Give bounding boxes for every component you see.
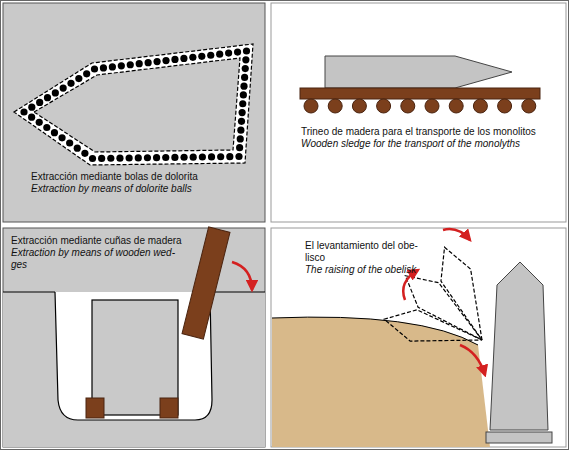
dolerite-ball <box>153 58 160 65</box>
dolerite-ball <box>226 153 233 160</box>
dolerite-ball <box>144 154 151 161</box>
roller <box>304 99 318 113</box>
dolerite-ball <box>136 60 143 67</box>
dolerite-ball <box>180 154 187 161</box>
spanish-caption: Extracción mediante cuñas de madera <box>11 235 189 247</box>
dolerite-ball <box>243 47 250 54</box>
spanish-caption: Trineo de madera para el transporte de l… <box>301 126 556 138</box>
dolerite-ball <box>145 59 152 66</box>
dolerite-ball <box>20 108 27 115</box>
dolerite-ball <box>91 65 98 72</box>
caption: Trineo de madera para el transporte de l… <box>301 126 556 150</box>
dolerite-ball <box>60 85 67 92</box>
dolerite-ball <box>28 104 35 111</box>
illustration-panel: El levantamiento del obe-liscoThe raisin… <box>271 228 566 447</box>
english-caption: The raising of the obelisk <box>305 264 433 276</box>
dolerite-ball <box>52 89 59 96</box>
dolerite-ball <box>207 52 214 59</box>
dolerite-ball <box>239 100 246 107</box>
dolerite-ball <box>98 155 105 162</box>
roller <box>352 99 366 113</box>
dolerite-ball <box>83 70 90 77</box>
dolerite-ball <box>198 53 205 60</box>
dolerite-ball <box>240 83 247 90</box>
spanish-caption: El levantamiento del obe-lisco <box>305 240 433 264</box>
roller <box>425 99 439 113</box>
roller <box>522 99 536 113</box>
roller <box>377 99 391 113</box>
dolerite-ball <box>51 129 58 136</box>
dolerite-ball <box>118 62 125 69</box>
dolerite-ball <box>67 80 74 87</box>
dolerite-ball <box>109 63 116 70</box>
dolerite-ball <box>44 94 51 101</box>
dolerite-ball <box>43 124 50 131</box>
dolerite-ball <box>127 61 134 68</box>
illustration-panel: Trineo de madera para el transporte de l… <box>271 3 566 222</box>
dolerite-ball <box>216 51 223 58</box>
dolerite-ball <box>100 64 107 71</box>
dolerite-ball <box>242 65 249 72</box>
dolerite-ball <box>135 154 142 161</box>
caption: El levantamiento del obe-liscoThe raisin… <box>305 240 433 276</box>
roller <box>498 99 512 113</box>
dolerite-ball <box>225 50 232 57</box>
dolerite-ball <box>217 153 224 160</box>
dolerite-ball <box>58 134 65 141</box>
dolerite-ball <box>89 155 96 162</box>
dolerite-ball <box>36 119 43 126</box>
dolerite-ball <box>171 56 178 63</box>
dolerite-ball <box>199 153 206 160</box>
roller <box>401 99 415 113</box>
dolerite-ball <box>162 154 169 161</box>
dolerite-ball <box>75 75 82 82</box>
illustration-panel: Extracción mediante bolas de doloritaExt… <box>3 3 265 222</box>
dolerite-ball <box>208 153 215 160</box>
dolerite-ball <box>74 145 81 152</box>
dolerite-ball <box>81 150 88 157</box>
caption: Extracción mediante bolas de doloritaExt… <box>31 171 251 195</box>
dolerite-ball <box>241 74 248 81</box>
dolerite-ball <box>242 56 249 63</box>
dolerite-ball <box>28 114 35 121</box>
dolerite-ball <box>162 57 169 64</box>
dolerite-ball <box>107 155 114 162</box>
dolerite-ball <box>126 154 133 161</box>
dolerite-ball <box>153 154 160 161</box>
dolerite-ball <box>189 54 196 61</box>
dolerite-ball <box>66 139 73 146</box>
dolerite-ball <box>238 118 245 125</box>
dolerite-ball <box>234 48 241 55</box>
dolerite-ball <box>180 55 187 62</box>
english-caption: Wooden sledge for the transport of the m… <box>301 138 556 150</box>
dolerite-ball <box>235 153 242 160</box>
dolerite-ball <box>236 144 243 151</box>
dolerite-ball <box>237 135 244 142</box>
english-caption: Extraction by means of wooden wed-ges <box>11 247 189 271</box>
dolerite-ball <box>171 154 178 161</box>
dolerite-ball <box>190 154 197 161</box>
dolerite-ball <box>239 109 246 116</box>
english-caption: Extraction by means of dolorite balls <box>31 183 251 195</box>
illustration-panel: Extracción mediante cuñas de maderaExtra… <box>3 228 265 447</box>
dolerite-ball <box>240 91 247 98</box>
roller <box>473 99 487 113</box>
roller <box>328 99 342 113</box>
dolerite-ball <box>237 127 244 134</box>
roller <box>449 99 463 113</box>
spanish-caption: Extracción mediante bolas de dolorita <box>31 171 251 183</box>
caption: Extracción mediante cuñas de maderaExtra… <box>11 235 189 271</box>
dolerite-ball <box>116 155 123 162</box>
dolerite-ball <box>36 99 43 106</box>
